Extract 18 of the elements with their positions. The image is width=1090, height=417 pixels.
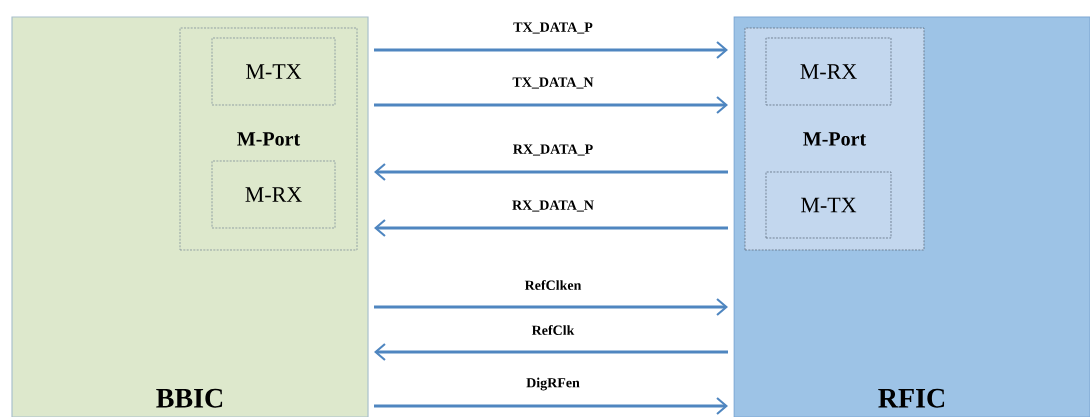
module-box: M-RX — [765, 37, 892, 106]
signal-label: TX_DATA_P — [511, 21, 595, 35]
arrow — [374, 343, 728, 361]
arrow — [374, 41, 728, 59]
module-box: M-TX — [211, 37, 336, 106]
arrow — [374, 298, 728, 316]
signal-label: RX_DATA_P — [511, 143, 595, 157]
arrow — [374, 397, 728, 415]
module-box: M-RX — [211, 160, 336, 229]
signal-label: DigRFen — [524, 376, 582, 392]
signal-label: RX_DATA_N — [510, 199, 596, 213]
arrow — [374, 96, 728, 114]
arrow — [374, 163, 728, 181]
signal-label: RefClk — [530, 323, 576, 337]
module-box: M-TX — [765, 171, 892, 239]
arrow — [374, 219, 728, 237]
signal-label: TX_DATA_N — [511, 76, 595, 90]
signal-label: RefClken — [523, 278, 583, 292]
